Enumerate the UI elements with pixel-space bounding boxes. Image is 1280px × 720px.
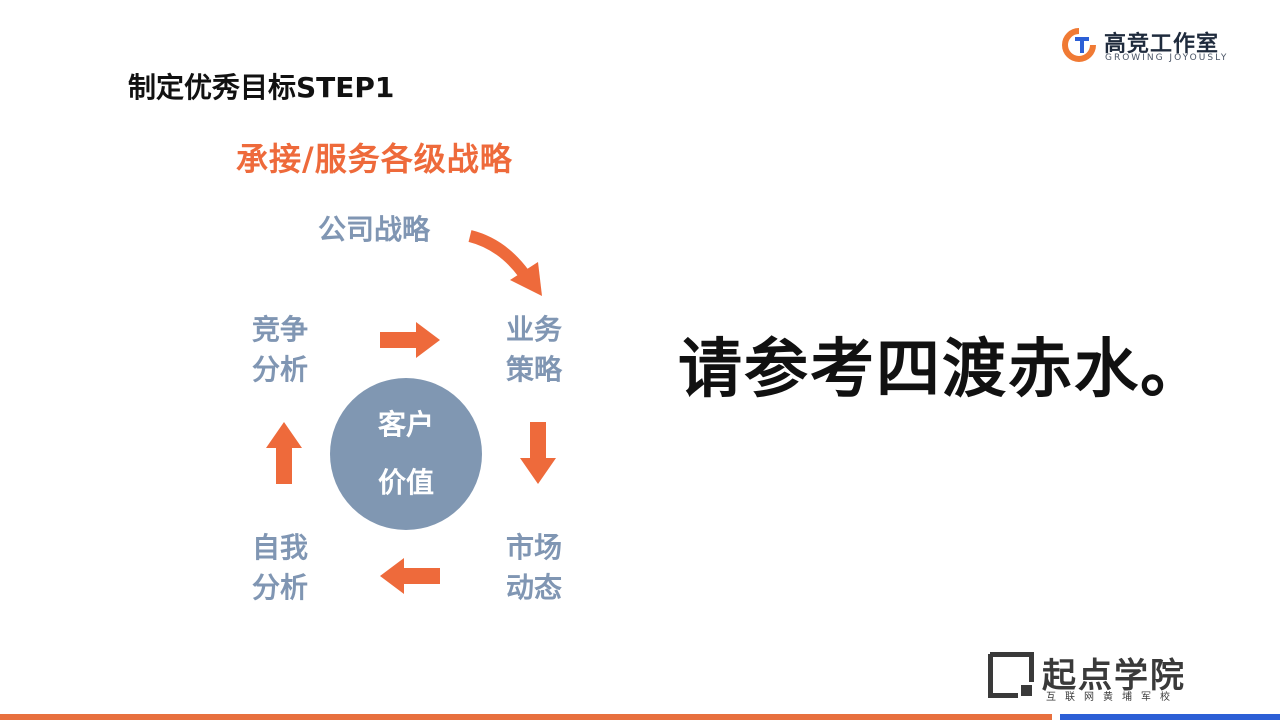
center-line: 客户 (377, 408, 434, 441)
node-line: 动态 (505, 571, 562, 604)
node-line: 竞争 (251, 313, 308, 346)
node-line: 市场 (505, 531, 562, 564)
footer-bar-orange (0, 714, 1052, 720)
node-line: 策略 (505, 353, 562, 386)
arrow-right-icon (380, 322, 440, 358)
arrow-down-icon (520, 422, 556, 484)
curved-arrow-icon (468, 230, 542, 296)
node-line: 自我 (251, 531, 308, 564)
brand-logo-top: 高竞工作室 GROWING JOYOUSLY (1062, 26, 1232, 66)
brand-bottom-tagline: 互联网黄埔军校 (1046, 692, 1179, 703)
node-line: 分析 (251, 353, 308, 386)
arrow-up-icon (266, 422, 302, 484)
node-business-strategy: 业务 策略 (494, 310, 574, 390)
arrow-left-icon (380, 558, 440, 594)
subtitle: 承接/服务各级战略 (236, 140, 513, 178)
brand-name: 高竞工作室 (1104, 32, 1220, 57)
brand-square-icon (988, 652, 1034, 698)
node-market-dynamics: 市场 动态 (494, 528, 574, 608)
node-competition-analysis: 竞争 分析 (240, 310, 320, 390)
step-title: 制定优秀目标STEP1 (128, 71, 395, 104)
brand-tagline: GROWING JOYOUSLY (1105, 53, 1229, 63)
node-self-analysis: 自我 分析 (240, 528, 320, 608)
center-customer-value: 客户 价值 (330, 378, 482, 530)
node-line: 分析 (251, 571, 308, 604)
brand-logo-bottom: 起点学院 互联网黄埔军校 (988, 648, 1218, 703)
brand-bottom-name: 起点学院 (1042, 656, 1186, 696)
node-line: 业务 (505, 313, 562, 346)
main-message: 请参考四渡赤水。 (678, 333, 1206, 407)
footer-bar-blue (1060, 714, 1280, 720)
node-company-strategy: 公司战略 (318, 213, 431, 246)
brand-mark-icon (1062, 28, 1096, 62)
center-line: 价值 (377, 466, 434, 499)
